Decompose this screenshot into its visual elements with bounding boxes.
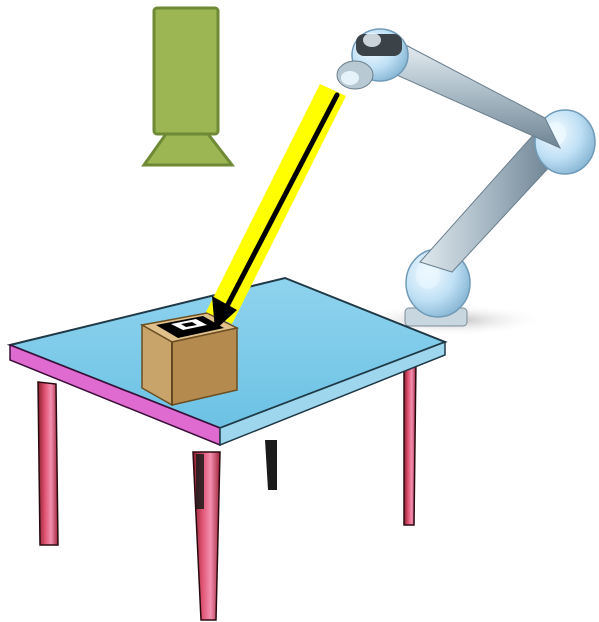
- camera-icon: [144, 8, 232, 165]
- robot-arm-icon: [337, 29, 595, 336]
